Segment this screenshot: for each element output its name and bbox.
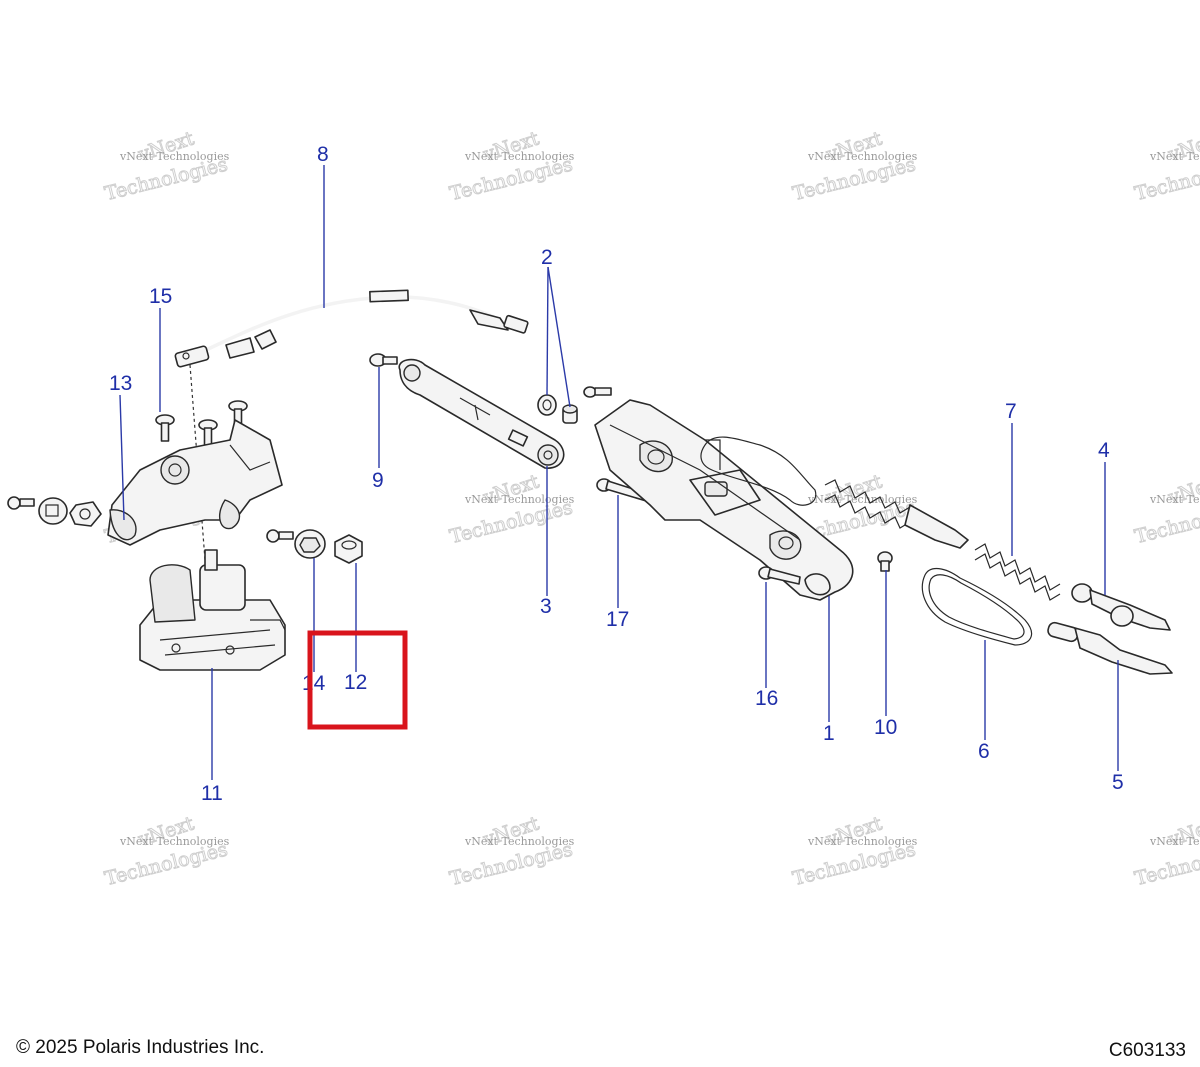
callout-13[interactable]: 13: [109, 372, 132, 395]
watermark-text: vNext Technologies: [807, 493, 918, 506]
highlight-box: [307, 630, 408, 730]
callout-17[interactable]: 17: [606, 608, 629, 631]
bracket-part-13: [107, 419, 283, 546]
callout-16[interactable]: 16: [755, 687, 778, 710]
bolt-part-16: [758, 566, 801, 585]
nut-part-12: [334, 534, 363, 564]
watermark-text: vNext Technologies: [807, 150, 918, 163]
drawing-code: C603133: [1108, 1040, 1186, 1061]
shift-link-part-3: [398, 358, 565, 469]
bushings-part-2: [537, 386, 612, 424]
watermark-text: vNext Technologies: [464, 493, 575, 506]
watermark-text: vNext Technologies: [464, 835, 575, 848]
washer-part-14: [294, 529, 326, 559]
gasket-part-6: [921, 568, 1033, 646]
spring-part-7: [974, 543, 1061, 601]
callout-4[interactable]: 4: [1098, 439, 1110, 462]
callout-10[interactable]: 10: [874, 716, 897, 739]
callout-3[interactable]: 3: [540, 595, 552, 618]
rail-gasket: [700, 436, 817, 506]
copyright-notice: © 2025 Polaris Industries Inc.: [16, 1037, 265, 1058]
shift-housing-part-1: [594, 399, 854, 601]
watermark-text: vNext Technologies: [807, 835, 918, 848]
watermark-text: vNext Technologies: [1149, 150, 1200, 163]
leader-lines: [119, 165, 1119, 780]
callout-11[interactable]: 11: [201, 782, 223, 805]
callout-2[interactable]: 2: [541, 246, 553, 269]
callout-14[interactable]: 14: [302, 672, 326, 695]
watermark-text: vNext Technologies: [119, 835, 230, 848]
bolt-and-washers-left: [7, 496, 294, 543]
callout-15[interactable]: 15: [149, 285, 172, 308]
fork-end-part-4: [1071, 583, 1171, 631]
watermark-text: vNext Technologies: [1149, 493, 1200, 506]
watermark-text: vNext Technologies: [119, 150, 230, 163]
callout-12[interactable]: 12: [344, 671, 367, 694]
watermark-text: vNext Technologies: [1149, 835, 1200, 848]
upper-fork-spring: [824, 479, 969, 549]
callout-6[interactable]: 6: [978, 740, 990, 763]
callout-5[interactable]: 5: [1112, 771, 1124, 794]
callout-9[interactable]: 9: [372, 469, 384, 492]
callout-1[interactable]: 1: [823, 722, 835, 745]
bolt-part-9: [369, 353, 398, 367]
watermark-text: vNext Technologies: [464, 150, 575, 163]
shift-actuator-part-11: [139, 549, 286, 671]
callout-8[interactable]: 8: [317, 143, 329, 166]
bolt-part-10: [877, 551, 893, 572]
fork-rod-part-5: [1047, 621, 1173, 675]
callout-7[interactable]: 7: [1005, 400, 1017, 423]
